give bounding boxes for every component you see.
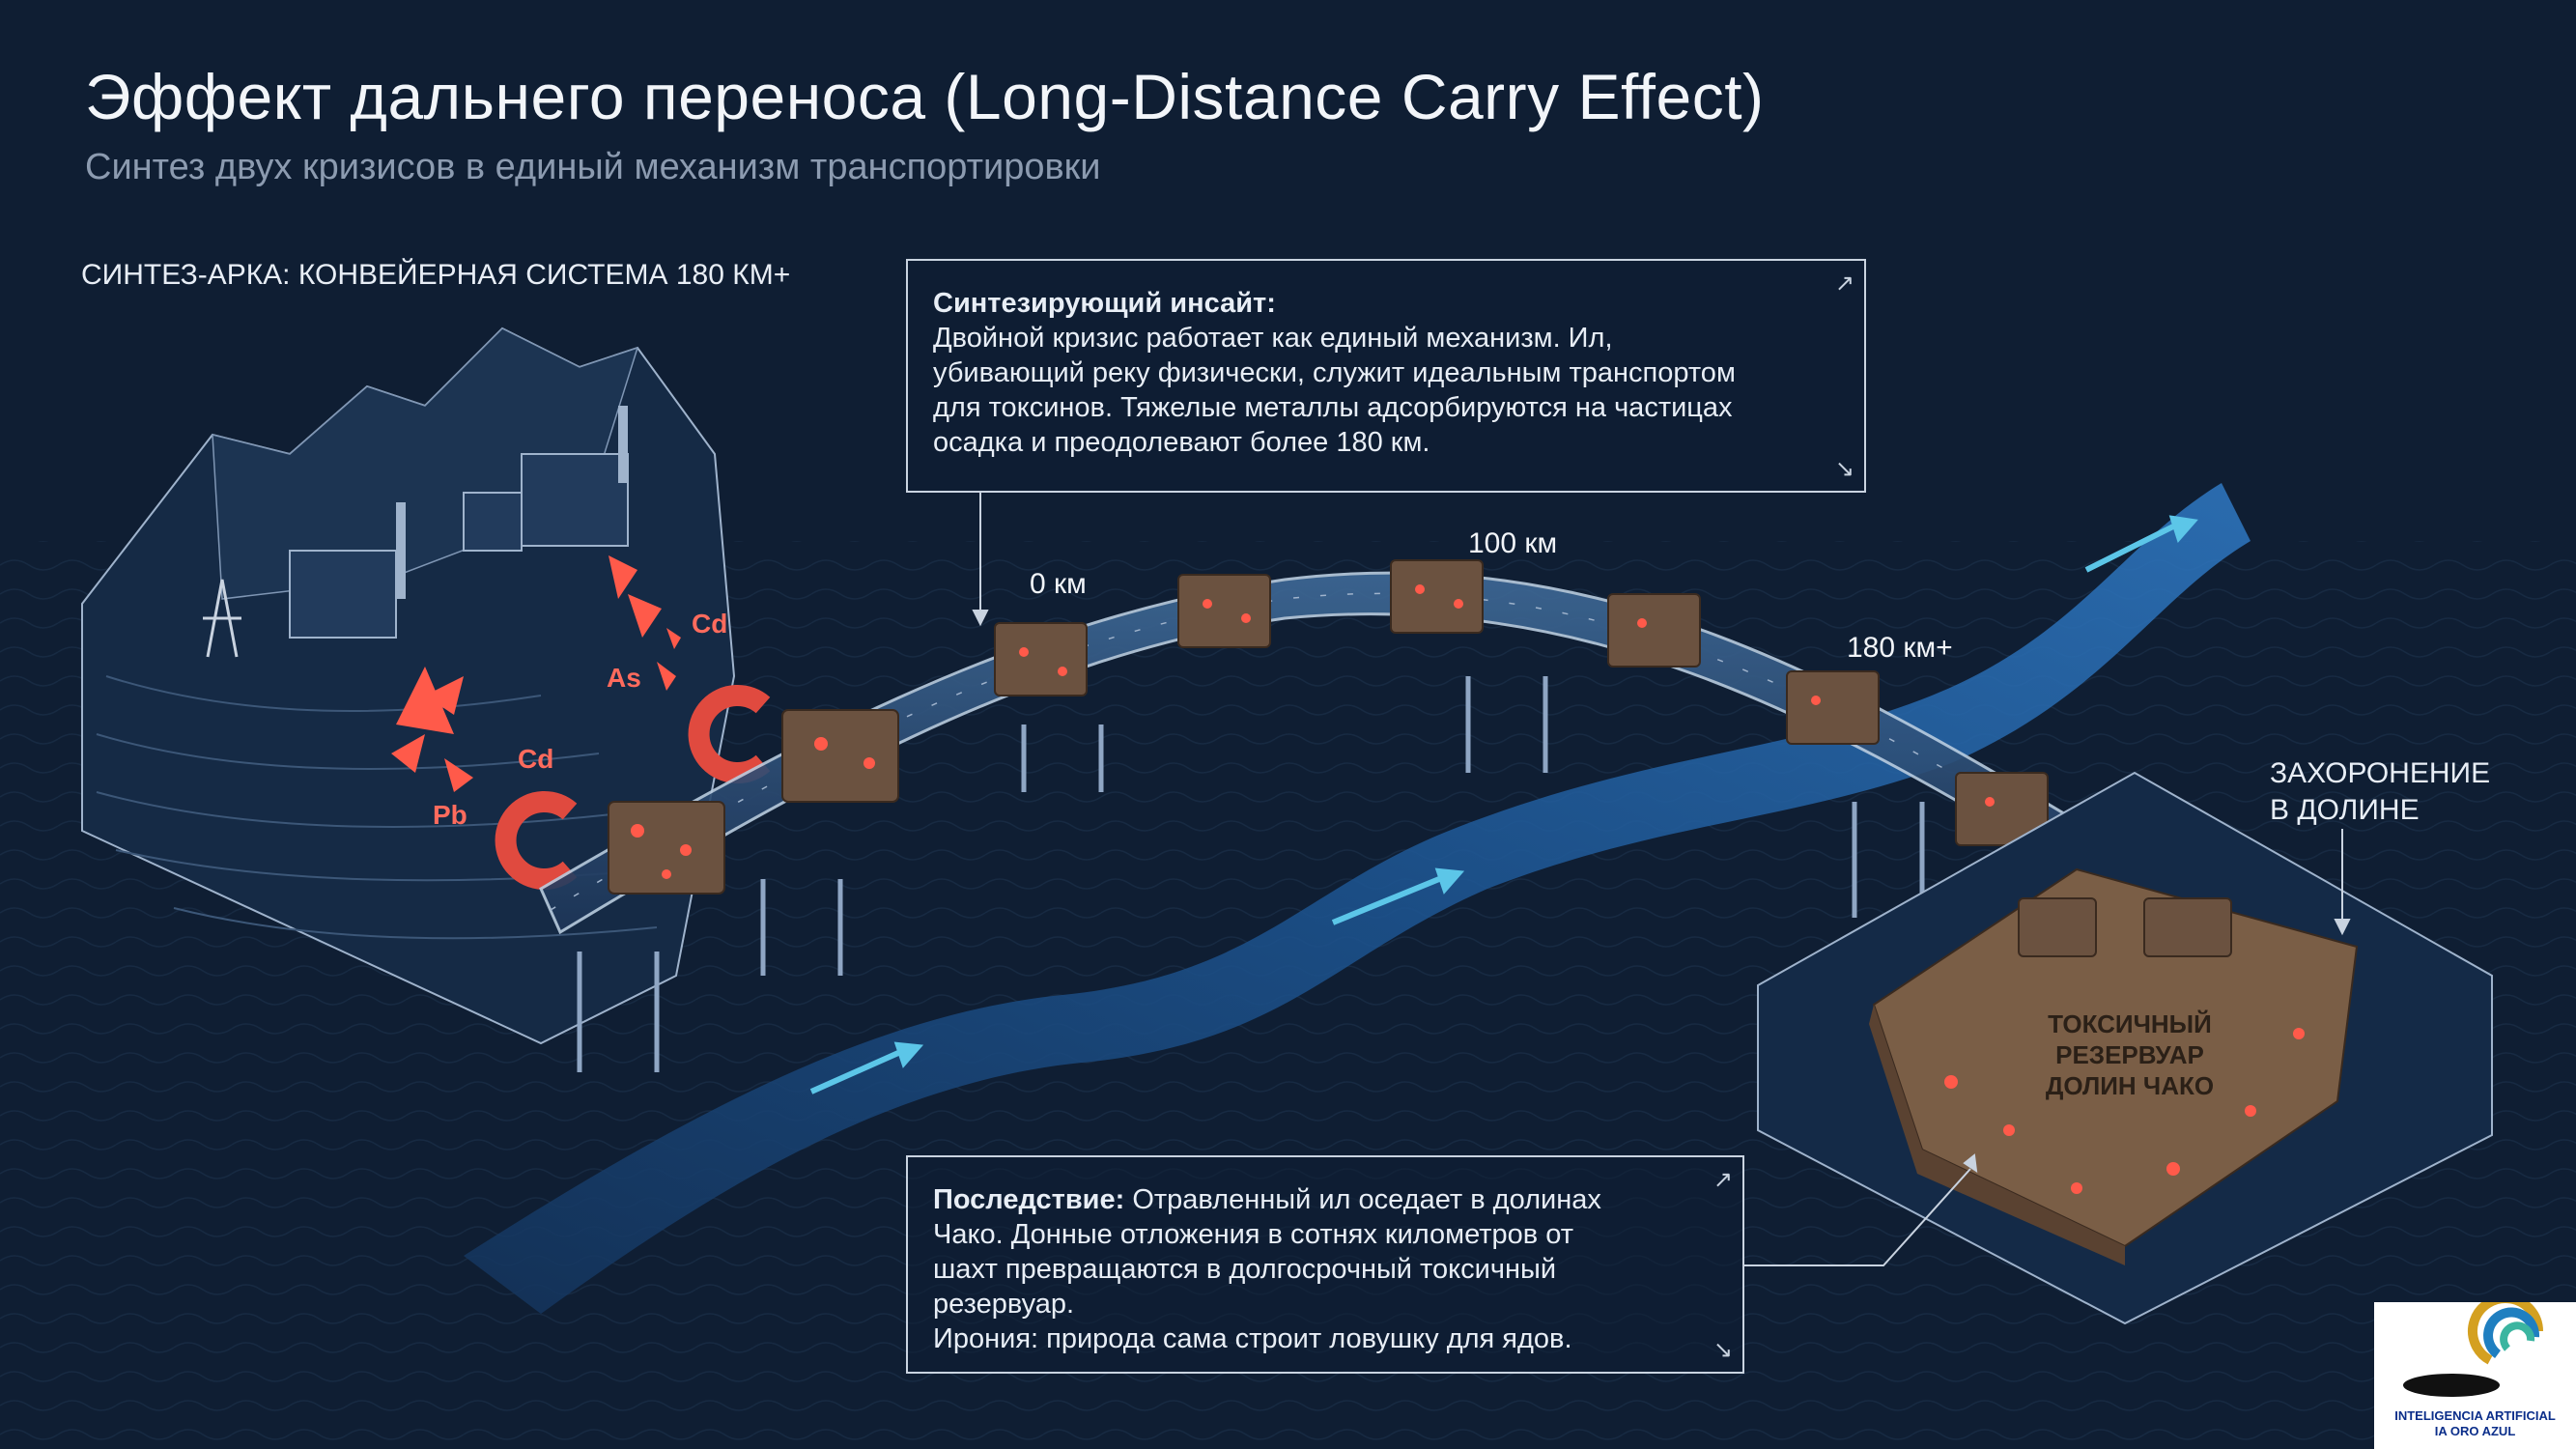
valley-box: [1757, 771, 2493, 1325]
consequence-box: Последствие: Отравленный ил оседает в до…: [906, 1155, 1744, 1374]
logo-mark: [2403, 1293, 2543, 1397]
sediment-blocks: [608, 559, 2049, 895]
corner-arrow-icon: ↗: [1834, 270, 1854, 297]
consequence-line: шахт превращаются в долгосрочный токсичн…: [933, 1254, 1557, 1285]
arrow-icon: [809, 515, 2198, 1094]
element-label-cd: Cd: [692, 609, 728, 639]
consequence-line: Чако. Донные отложения в сотнях километр…: [933, 1219, 1574, 1250]
consequence-heading: Последствие:: [933, 1184, 1125, 1215]
toxic-crystals: [391, 555, 681, 792]
insight-heading: Синтезирующий инсайт:: [933, 288, 1276, 319]
reservoir-label: ТОКСИЧНЫЙ РЕЗЕРВУАР ДОЛИН ЧАКО: [2045, 1009, 2215, 1100]
insight-line: Двойной кризис работает как единый механ…: [933, 323, 1613, 354]
mountain-mine-icon: [81, 327, 736, 1045]
consequence-line: Отравленный ил оседает в долинах: [1124, 1184, 1601, 1215]
river: [464, 483, 2250, 1314]
distance-marker-0: 0 км: [1030, 568, 1087, 600]
logo-text-line2: IA ORO AZUL: [2434, 1424, 2516, 1438]
leader-lines: [972, 493, 2351, 1266]
section-label: СИНТЕЗ-АРКА: КОНВЕЙЕРНАЯ СИСТЕМА 180 КМ+: [81, 259, 791, 291]
element-label-cd: Cd: [518, 744, 554, 774]
element-label-pb: Pb: [433, 800, 467, 830]
corner-arrow-icon: ↘: [1834, 456, 1854, 482]
distance-marker-100: 100 км: [1468, 527, 1558, 559]
corner-arrow-icon: ↗: [1713, 1167, 1733, 1193]
page-title: Эффект дальнего переноса (Long-Distance …: [85, 61, 1765, 132]
element-label-as: As: [607, 663, 641, 693]
consequence-line: резервуар.: [933, 1289, 1075, 1320]
conveyor-supports: [577, 676, 1925, 1072]
page-subtitle: Синтез двух кризисов в единый механизм т…: [85, 147, 1101, 187]
magnet-icon: [495, 685, 771, 890]
insight-line: осадка и преодолевают более 180 км.: [933, 427, 1430, 458]
insight-line: для токсинов. Тяжелые металлы адсорбирую…: [933, 392, 1733, 423]
logo-text-line1: INTELIGENCIA ARTIFICIAL: [2394, 1408, 2556, 1423]
burial-label: ЗАХОРОНЕНИЕ В ДОЛИНЕ: [2270, 757, 2491, 826]
distance-marker-180: 180 км+: [1847, 632, 1953, 664]
corner-arrow-icon: ↘: [1713, 1337, 1733, 1363]
insight-box: Синтезирующий инсайт: Двойной кризис раб…: [906, 259, 1866, 493]
consequence-line: Ирония: природа сама строит ловушку для …: [933, 1323, 1572, 1354]
insight-line: убивающий реку физически, служит идеальн…: [933, 357, 1736, 388]
logo: INTELIGENCIA ARTIFICIAL IA ORO AZUL: [2374, 1293, 2576, 1449]
